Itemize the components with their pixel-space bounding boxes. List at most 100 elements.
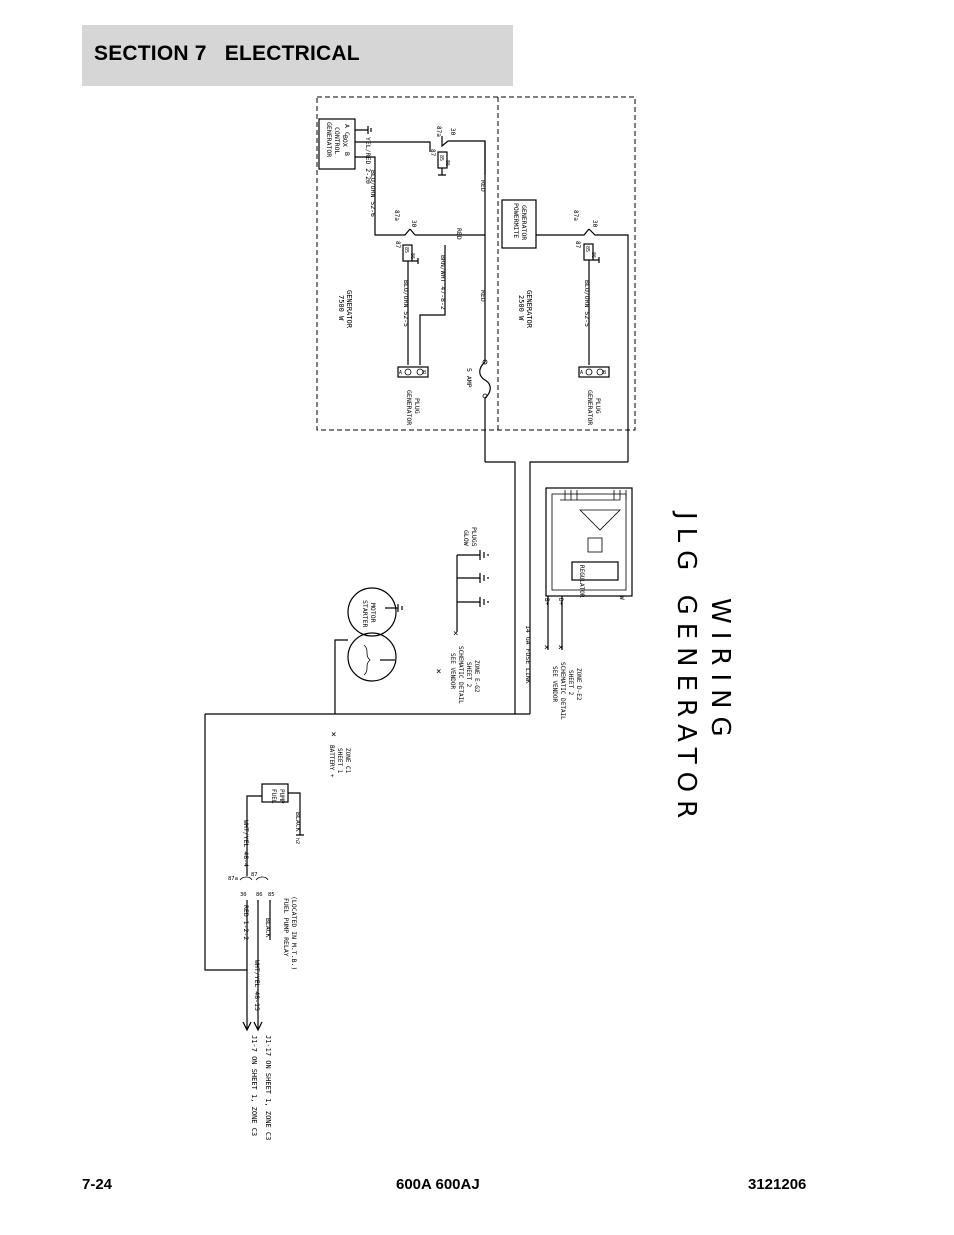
wire-label-red-fuel: RED 1-2-2 xyxy=(242,905,250,940)
fuse-terminal-bottom xyxy=(482,393,488,399)
alternator-outline xyxy=(545,487,633,597)
starter-label-1: STARTER xyxy=(361,600,369,627)
relay-2500-87a: 87a xyxy=(572,210,579,221)
diagram-title-line2: WIRING xyxy=(705,598,735,745)
relay-bot-87a: 87a xyxy=(393,210,400,221)
relay-top-85: 85 xyxy=(438,155,444,161)
vendor-ref-right-1: SEE VENDOR xyxy=(551,666,558,703)
fuel-relay-30: 30 xyxy=(240,892,247,898)
alternator-bridge xyxy=(560,499,621,531)
relay-bot-30: 30 xyxy=(410,220,417,228)
fuel-relay-86: 86 xyxy=(256,892,263,898)
wire-label-wht-yel-bottom: WHT/YEL 48-15 xyxy=(253,960,261,1011)
gen2500-label-1: 2500 W xyxy=(517,295,525,321)
relay-7500-bottom-switch xyxy=(398,228,416,236)
glow-plug-grounds xyxy=(479,550,489,607)
alternator-w: W xyxy=(618,596,625,600)
relay-top-ground xyxy=(438,168,446,176)
fuel-relay-symbol xyxy=(239,876,269,881)
vendor-ref-left-1: SEE VENDOR xyxy=(449,653,456,690)
doc-number: 3121206 xyxy=(748,1176,807,1193)
relay-2500-30: 30 xyxy=(591,220,598,228)
alternator-d-plus-x: × xyxy=(558,643,563,653)
vendor-ref-left-4: ZONE E-G2 xyxy=(473,660,480,693)
powermite-generator xyxy=(501,199,537,249)
vendor-ref-left-3: SHEET 2 xyxy=(465,662,472,688)
section-header: SECTION 7 ELECTRICAL xyxy=(82,25,513,86)
gen7500-plug-b: B xyxy=(423,370,426,376)
gen7500-label-2: GENERATOR xyxy=(345,290,353,329)
wire-j1-17-arrow xyxy=(253,1005,263,1032)
relay-bot-85: 85 xyxy=(403,247,409,253)
gen2500-plug-label-2: PLUG xyxy=(594,398,602,414)
vendor-ref-right-2: SCHEMATIC DETAIL xyxy=(559,662,566,720)
regulator-box xyxy=(571,561,619,581)
vendor-ref-right-4: ZONE D-E2 xyxy=(575,668,582,701)
gen7500-plug-label-1: GENERATOR xyxy=(405,390,413,425)
wire-label-brn-wht: BRN/WHT 47-8-2 xyxy=(439,255,447,310)
alternator-component xyxy=(587,537,603,553)
fuel-relay-name-1: FUEL PUMP RELAY xyxy=(282,898,290,957)
gen2500-plug-b: B xyxy=(603,370,606,376)
wire-blu-orn-52-6 xyxy=(355,156,398,236)
vendor-ref-left-2: SCHEMATIC DETAIL xyxy=(457,646,464,704)
fuel-relay-name-2: (LOCATED IN M.T.B.) xyxy=(290,896,298,970)
wire-wht-yel-48-4 xyxy=(246,795,262,876)
model-name: 600A 600AJ xyxy=(396,1176,480,1193)
relay-top-87: 87 xyxy=(429,149,436,157)
wire-brn-wht xyxy=(419,245,446,365)
wire-label-blu-orn-bottom: BLU/ORN 52-5 xyxy=(402,280,410,327)
relay-top-87a: 87a xyxy=(435,126,442,137)
starter-motor-circle xyxy=(347,587,397,637)
fuel-relay-85: 85 xyxy=(268,892,275,898)
wire-label-wht-yel-top: WHT/YEL 48-4 xyxy=(242,820,250,867)
page-number: 7-24 xyxy=(82,1176,113,1193)
glow-plug-x: × xyxy=(453,629,458,639)
relay-2500-switch xyxy=(578,228,629,462)
relay-bot-87: 87 xyxy=(394,241,401,249)
gen2500-label-2: GENERATOR xyxy=(525,290,533,329)
generator-enclosure-outline xyxy=(316,96,636,431)
wire-label-red-3: RED xyxy=(479,290,487,302)
relay-top-86: 86 xyxy=(444,160,450,166)
ref-j1-17: J1-17 ON SHEET 1, ZONE C3 xyxy=(264,1035,272,1140)
gen2500-plug-a: A xyxy=(580,370,583,376)
diagram-title-line1: JLG GENERATOR xyxy=(671,510,701,826)
battery-label-1: BATTERY + xyxy=(328,745,335,778)
relay-bot-86: 86 xyxy=(409,253,415,259)
wire-yel-red-2-20 xyxy=(355,141,431,152)
wire-label-black-top: BLACK xyxy=(294,812,302,832)
alternator-b-plus-x: × xyxy=(544,643,549,653)
relay-2500-87: 87 xyxy=(574,241,581,249)
ground-ref: h2 xyxy=(294,838,300,844)
powermite-label-1: POWERMITE xyxy=(512,203,520,238)
starter-label-2: MOTOR xyxy=(369,603,377,623)
gen2500-plug-pin-a-ring xyxy=(585,368,593,376)
generator-control-box xyxy=(318,118,356,170)
wire-label-red-2: RED xyxy=(455,228,463,240)
control-box-label-1: GENERATOR xyxy=(325,122,333,157)
wire-2500-to-bus xyxy=(529,461,628,714)
gen2500-plug-label-1: GENERATOR xyxy=(586,390,594,425)
wire-j1-7-arrow xyxy=(242,970,252,1032)
wire-label-black-bottom: BLACK xyxy=(264,918,272,938)
gen2500-plug-pin-b-ring xyxy=(596,368,604,376)
powermite-label-2: GENERATOR xyxy=(520,205,528,240)
alternator-leads xyxy=(547,596,563,650)
wire-black-fuel-pump xyxy=(288,792,304,836)
gen7500-plug-pin-b-ring xyxy=(416,368,424,376)
alternator-d-plus: D+ xyxy=(557,598,564,606)
vendor-ref-right-3: SHEET 2 xyxy=(567,670,574,696)
relay-7500-top-switch xyxy=(441,136,486,175)
regulator-label: REGULATOR xyxy=(578,565,585,598)
wire-label-yel-red: YEL/RED 2-20 xyxy=(364,137,372,184)
relay-2500-ground xyxy=(593,257,600,263)
gen7500-plug-pin-a-ring xyxy=(404,368,412,376)
fuse-terminal-top xyxy=(482,359,488,365)
gen7500-label-1: 7500 W xyxy=(337,295,345,321)
starter-solenoid-circle xyxy=(347,632,397,682)
wire-red-1-2-2 xyxy=(204,714,248,971)
fuel-relay-coil-wires xyxy=(257,900,271,1005)
glow-plugs-label-1: GLOW xyxy=(462,530,470,546)
